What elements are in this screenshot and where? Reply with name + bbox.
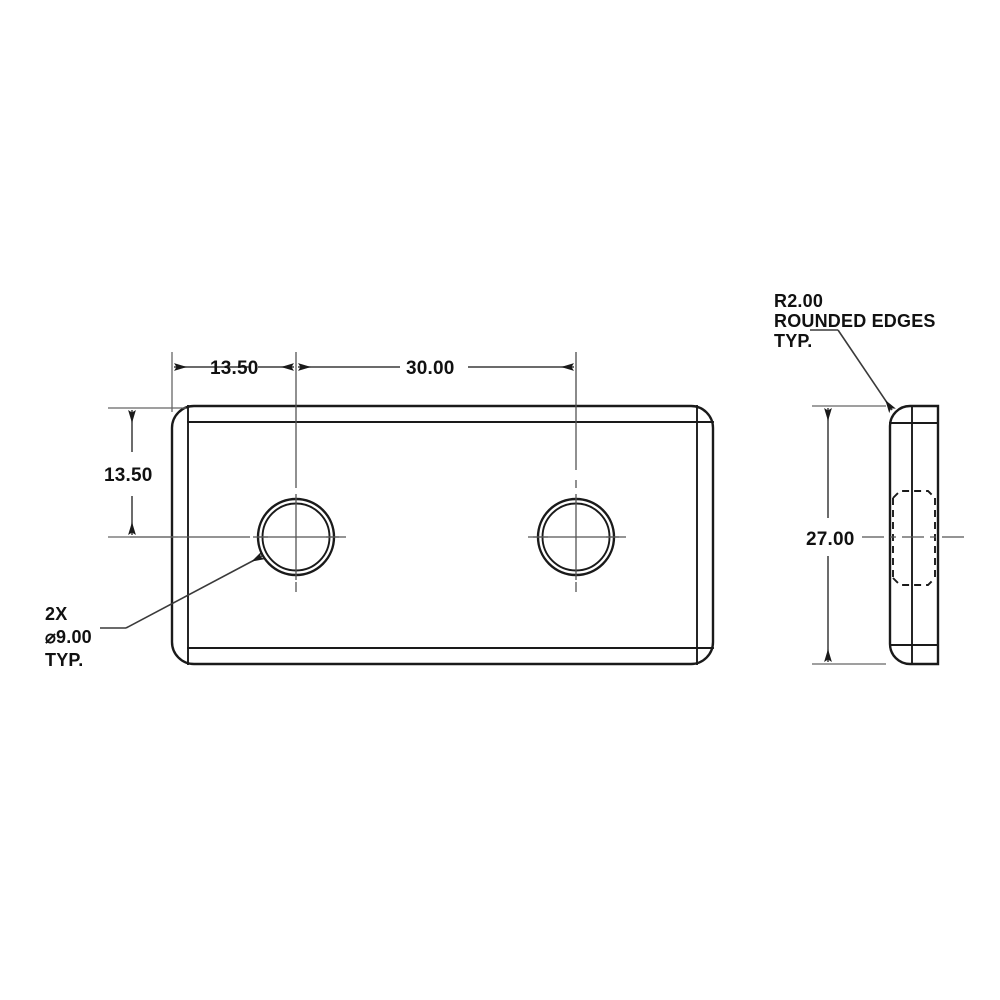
side-view-hidden-hole-lines: [892, 490, 936, 586]
rounded-edges-leader: [810, 329, 896, 414]
hole-callout-diameter: ⌀9.00: [45, 627, 92, 647]
hole-callout-quantity: 2X: [45, 604, 67, 624]
side-dimension-group: [812, 405, 886, 665]
rounded-edges-typ: TYP.: [774, 331, 813, 351]
side-view-outline: [888, 404, 940, 666]
top-dimension-group: [171, 352, 577, 412]
front-view-plate-outline: [170, 404, 715, 666]
front-view-centerlines: [130, 352, 626, 592]
dimension-hole-spacing: 30.00: [406, 358, 455, 379]
left-dimension-group: [108, 407, 186, 538]
rounded-edges-description: ROUNDED EDGES: [774, 311, 936, 331]
dimension-hole-y-offset: 13.50: [104, 465, 153, 486]
hole-callout-typ: TYP.: [45, 650, 84, 670]
side-view-rounded-edge-lines: [889, 405, 939, 665]
hole-callout-leader: [100, 551, 265, 629]
dimension-side-height: 27.00: [806, 529, 855, 550]
rounded-edges-radius: R2.00: [774, 291, 823, 311]
front-view-rounded-edge-lines: [187, 405, 714, 665]
dimension-hole-x-offset: 13.50: [210, 358, 259, 379]
